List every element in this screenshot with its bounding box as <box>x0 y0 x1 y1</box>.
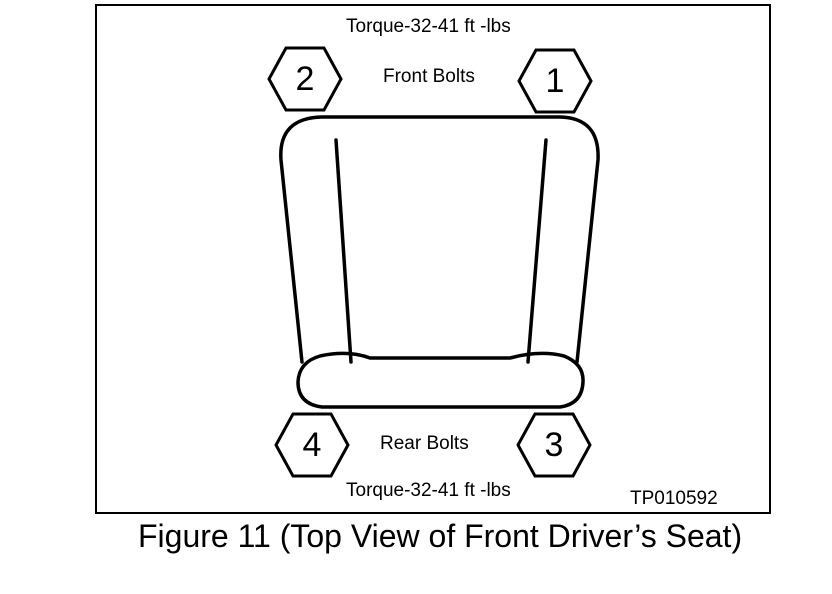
seat-inner-left-line <box>334 138 353 364</box>
figure-code: TP010592 <box>630 488 718 509</box>
seat-outline <box>279 115 600 364</box>
seat-inner-right-line <box>526 138 548 364</box>
front-right-bolt: 1 <box>517 48 593 114</box>
rear-left-bolt: 4 <box>274 412 350 478</box>
seat-cushion <box>296 351 585 409</box>
torque-spec-bottom: Torque-32-41 ft -lbs <box>346 480 511 501</box>
figure-frame <box>95 4 771 514</box>
rear-right-bolt: 3 <box>516 412 592 478</box>
hexagon-icon <box>517 48 593 114</box>
torque-spec-top: Torque-32-41 ft -lbs <box>346 16 511 37</box>
hexagon-icon <box>516 412 592 478</box>
hexagon-icon <box>274 412 350 478</box>
bolt-number: 4 <box>302 426 322 464</box>
rear-bolts-label: Rear Bolts <box>380 433 469 454</box>
figure-caption: Figure 11 (Top View of Front Driver’s Se… <box>138 518 743 554</box>
hexagon-icon <box>267 46 343 112</box>
bolt-number: 3 <box>544 426 564 464</box>
front-bolts-label: Front Bolts <box>383 66 475 87</box>
bolt-number: 1 <box>545 62 565 100</box>
front-left-bolt: 2 <box>267 46 343 112</box>
bolt-number: 2 <box>295 60 315 98</box>
